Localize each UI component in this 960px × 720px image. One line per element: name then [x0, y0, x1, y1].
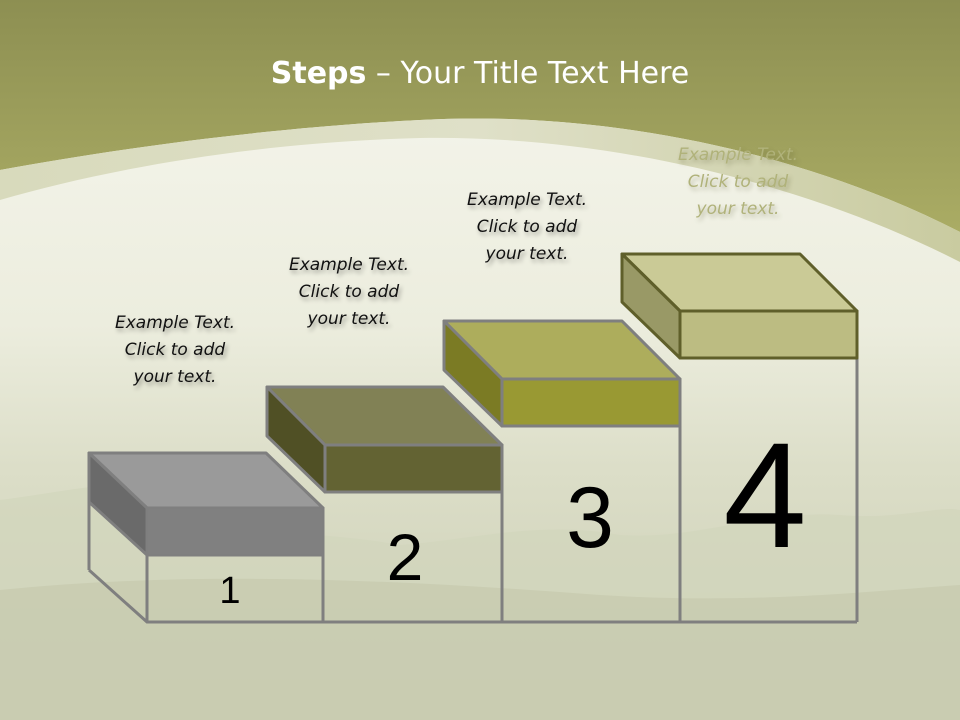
slide-title[interactable]: Steps – Your Title Text Here	[0, 56, 960, 91]
caption-line: Click to add	[298, 282, 400, 302]
step-1-caption[interactable]: Example Text. Click to add your text.	[85, 310, 265, 391]
caption-line: Click to add	[476, 217, 578, 237]
step-3-number: 3	[566, 470, 614, 566]
caption-line: Example Text.	[114, 313, 236, 333]
step-4-caption[interactable]: Example Text. Click to add your text.	[648, 142, 828, 223]
caption-line: your text.	[133, 367, 217, 387]
step-4-block[interactable]	[620, 252, 859, 360]
caption-line: Example Text.	[466, 190, 588, 210]
title-bold: Steps	[270, 56, 367, 91]
caption-line: your text.	[307, 309, 391, 329]
step-2-number: 2	[386, 520, 424, 594]
caption-line: Example Text.	[288, 255, 410, 275]
caption-line: your text.	[485, 244, 569, 264]
caption-line: your text.	[696, 199, 780, 219]
step-2-caption[interactable]: Example Text. Click to add your text.	[259, 252, 439, 333]
step-3-block[interactable]	[442, 319, 682, 428]
step-2-block[interactable]	[265, 385, 504, 494]
title-rest: – Your Title Text Here	[366, 56, 690, 91]
caption-line: Click to add	[687, 172, 789, 192]
caption-line: Example Text.	[677, 145, 799, 165]
step-1-number: 1	[219, 570, 241, 612]
step-1-block[interactable]	[87, 451, 325, 557]
step-4-number: 4	[723, 411, 807, 579]
caption-line: Click to add	[124, 340, 226, 360]
step-3-caption[interactable]: Example Text. Click to add your text.	[437, 187, 617, 268]
